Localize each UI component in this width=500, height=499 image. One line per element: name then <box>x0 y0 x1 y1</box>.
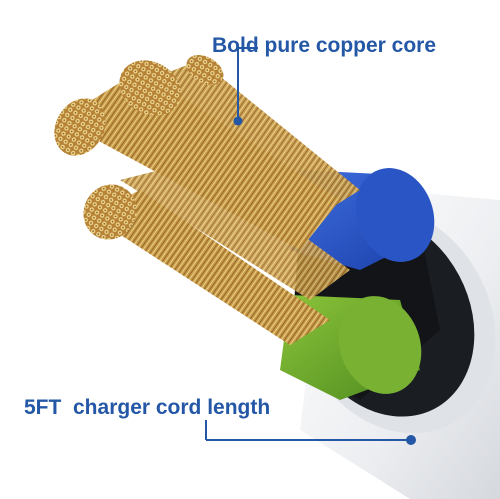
green-insulated-wire <box>280 295 422 400</box>
copper-core-label: Bold pure copper core <box>212 34 437 57</box>
callout-top <box>233 47 258 126</box>
cord-length-label: 5FT charger cord length <box>24 396 271 419</box>
copper-strand-ends <box>54 54 224 240</box>
callout-bottom <box>205 420 416 445</box>
